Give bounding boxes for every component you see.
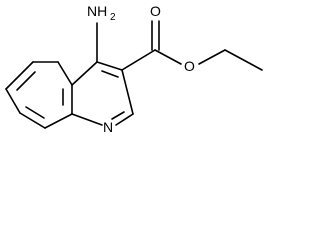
bond-c4a-c4 [71,61,98,86]
double-bond-c3-c4-inner [101,70,119,78]
bond-ch2-ch3 [224,49,263,71]
pyridine-ring [71,61,134,126]
bond-o-ch2 [198,49,226,65]
bond-c2-n1 [115,113,134,126]
bond-c3-c2 [121,69,134,115]
bond-c7-c8 [19,112,46,129]
ester-group [121,20,263,71]
bond-n1-c8a [71,113,103,126]
molecule-svg: NH 2 O O N [5,3,263,135]
bond-c3-carbonyl-c [121,49,156,71]
bond-c6-c7 [5,88,21,114]
ring-nitrogen-label: N [103,119,113,135]
amino-subscript: 2 [110,12,116,23]
structure-diagram: NH 2 O O N [5,3,263,135]
double-bond-inner-1 [16,71,36,91]
bond-c4-c3 [96,61,123,71]
bond-carbonyl-c-o-ester [154,49,182,65]
amino-label: NH [87,3,107,19]
bond-c4a-c4a-top [57,61,73,86]
ester-oxygen-label: O [184,58,195,74]
carbonyl-oxygen-label: O [150,3,161,19]
benzo-ring [5,61,73,129]
double-bond-inner-2 [25,106,45,119]
double-bond-c2-n1-inner [111,111,125,120]
bond-c8-c8a [44,113,73,129]
bond-c5-c6 [5,61,34,90]
